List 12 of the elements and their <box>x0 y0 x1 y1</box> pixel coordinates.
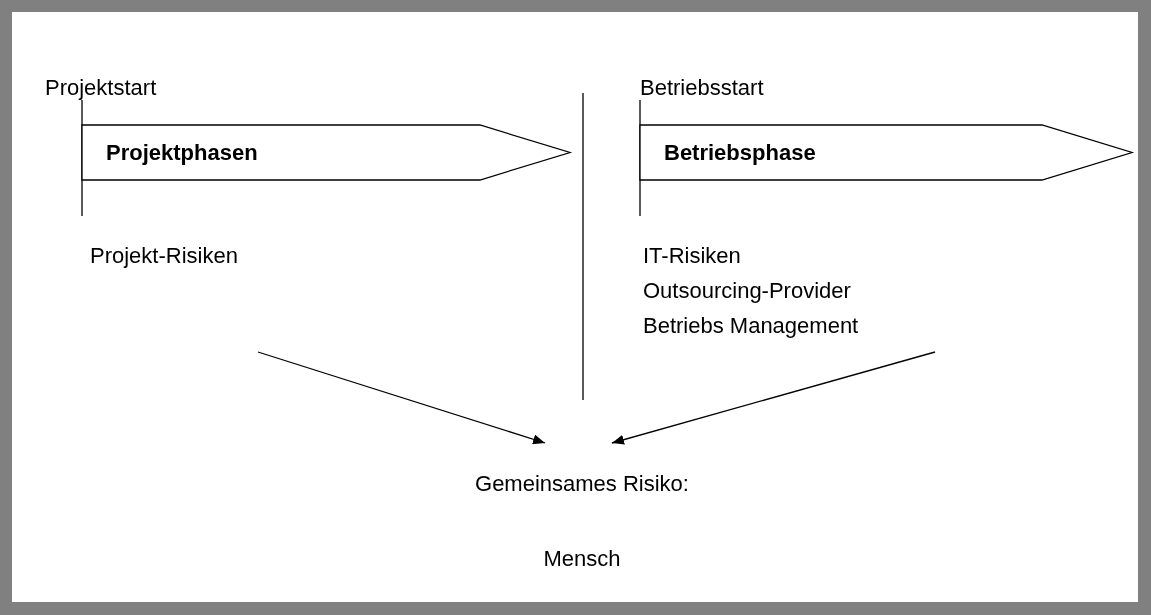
arrow <box>611 351 936 445</box>
phase-label: Projektphasen <box>106 139 258 167</box>
phase-label: Betriebsphase <box>664 139 816 167</box>
milestone-label: Projektstart <box>45 75 157 101</box>
risk-item: IT-Risiken <box>643 242 741 270</box>
risk-item: Betriebs Management <box>643 312 859 340</box>
risk-text: Gemeinsames Risiko: <box>475 469 689 498</box>
arrow <box>257 351 546 445</box>
risk-item: Projekt-Risiken <box>90 242 238 270</box>
risk-text: Mensch <box>543 544 621 573</box>
risk-item: Outsourcing-Provider <box>643 277 851 305</box>
milestone-label: Betriebsstart <box>640 75 764 101</box>
